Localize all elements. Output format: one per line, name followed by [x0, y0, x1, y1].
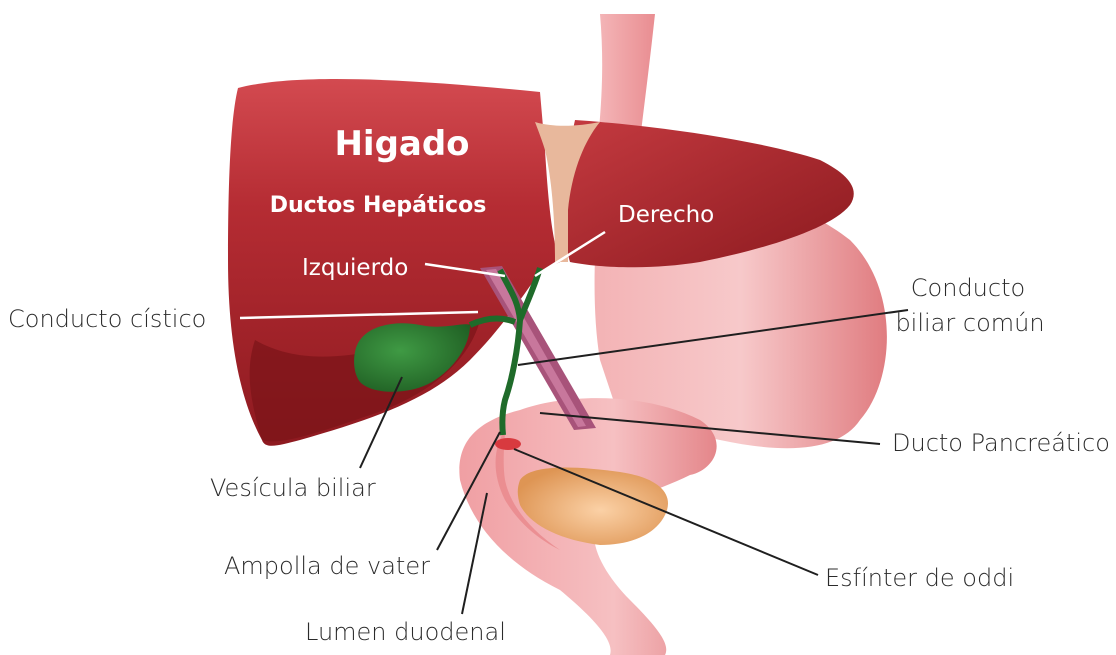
- label-derecho: Derecho: [618, 202, 714, 228]
- label-ducto-pancreatico: Ducto Pancreático: [892, 429, 1110, 457]
- label-ampolla-de-vater: Ampolla de vater: [224, 552, 430, 580]
- sphincter-of-oddi-shape: [495, 438, 521, 450]
- gallbladder-shape: [354, 323, 470, 391]
- esophagus-shape: [598, 14, 655, 140]
- label-vesicula-biliar: Vesícula biliar: [210, 474, 376, 502]
- label-esfinter-de-oddi: Esfínter de oddi: [825, 564, 1014, 592]
- diagram-title: Higado: [334, 124, 469, 164]
- label-izquierdo: Izquierdo: [302, 255, 408, 281]
- pancreatic-duct-highlight: [486, 269, 586, 427]
- label-conducto-biliar-comun-line1: Conducto: [911, 274, 1025, 302]
- label-conducto-cistico: Conducto cístico: [8, 305, 206, 333]
- diagram-subtitle: Ductos Hepáticos: [270, 193, 487, 218]
- label-lumen-duodenal: Lumen duodenal: [305, 618, 506, 646]
- label-conducto-biliar-comun-line2: biliar común: [895, 309, 1044, 337]
